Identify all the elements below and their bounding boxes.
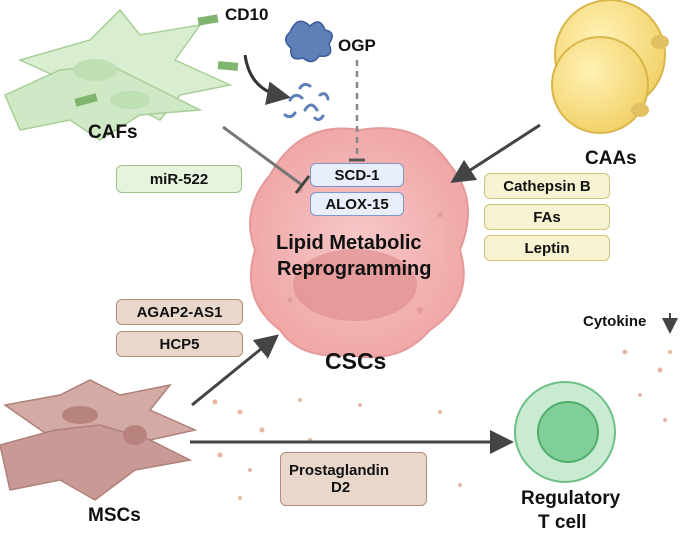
- cd10-label: CD10: [225, 5, 269, 24]
- csc-cell-illustration: [249, 127, 469, 359]
- treg-label-line1: Regulatory: [521, 488, 621, 509]
- ogp-label: OGP: [338, 36, 376, 55]
- central-text-line2: Reprogramming: [277, 258, 432, 280]
- caa-arrow: [450, 123, 541, 183]
- caa-factor-box: Leptin: [484, 235, 610, 261]
- scd1-box: SCD-1: [310, 163, 404, 187]
- msc-to-csc-arrow: [191, 334, 279, 407]
- msc-cells-illustration: [0, 379, 198, 501]
- caas-label: CAAs: [585, 148, 637, 169]
- cscs-label: CSCs: [325, 348, 387, 374]
- mscs-label: MSCs: [88, 505, 141, 526]
- treg-label-line2: T cell: [538, 512, 587, 533]
- prostaglandin-box: Prostaglandin D2: [280, 452, 427, 506]
- cytokine-label: Cytokine: [583, 313, 647, 330]
- central-text-line1: Lipid Metabolic: [276, 232, 422, 254]
- prostaglandin-line1: Prostaglandin: [289, 462, 390, 479]
- caf-factor-box: miR-522: [116, 165, 242, 193]
- caf-inhibit-line: [222, 125, 303, 187]
- ogp-protein-icon: [283, 20, 333, 122]
- ogp-degradation-arrow: [243, 54, 291, 106]
- caa-factor-box: FAs: [484, 204, 610, 230]
- secretion-dots: [212, 349, 672, 500]
- treg-cell-illustration: [514, 381, 616, 483]
- caf-inhibit-bar: [294, 175, 311, 194]
- alox15-box: ALOX-15: [310, 192, 404, 216]
- caf-cells-illustration: [4, 8, 239, 141]
- caa-factor-box: Cathepsin B: [484, 173, 610, 199]
- caa-cells-illustration: [551, 0, 669, 134]
- prostaglandin-line2: D2: [331, 479, 351, 496]
- msc-factor-box: AGAP2-AS1: [116, 299, 243, 325]
- cafs-label: CAFs: [88, 122, 138, 143]
- msc-factor-box: HCP5: [116, 331, 243, 357]
